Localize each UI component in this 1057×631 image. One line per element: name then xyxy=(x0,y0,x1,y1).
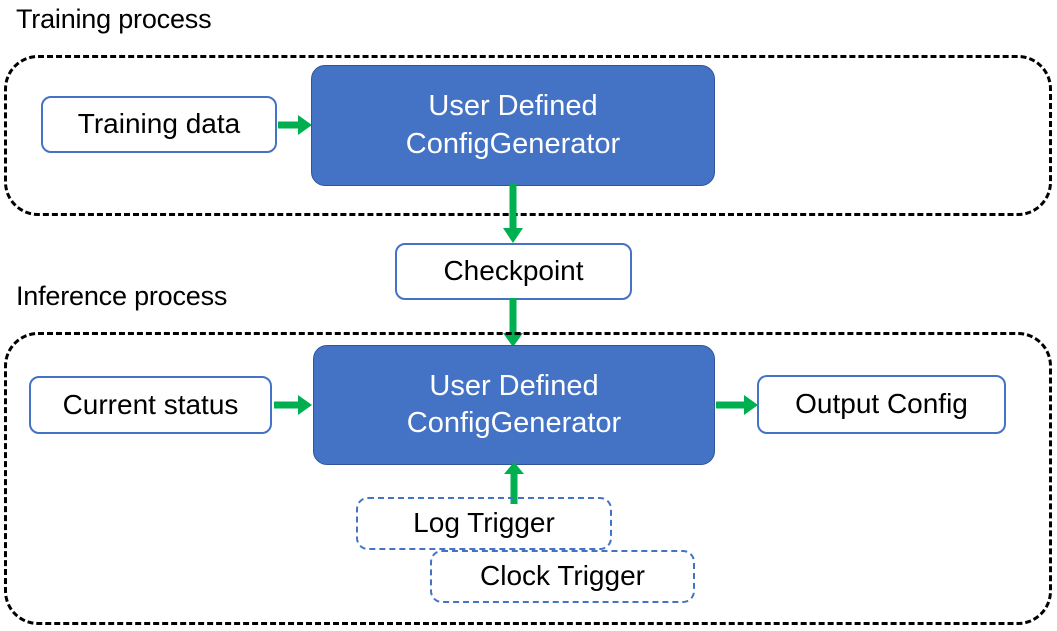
node-inference-config-generator-line2: ConfigGenerator xyxy=(406,407,622,439)
section-caption-inference: Inference process xyxy=(16,281,228,311)
node-checkpoint[interactable]: Checkpoint xyxy=(395,243,632,300)
inference-process-container xyxy=(4,332,1052,625)
node-checkpoint-label: Checkpoint xyxy=(443,255,584,287)
node-current-status[interactable]: Current status xyxy=(29,376,272,434)
section-caption-training: Training process xyxy=(16,4,212,34)
node-training-data-label: Training data xyxy=(77,108,241,140)
training-process-container xyxy=(4,55,1052,216)
arrow-current-status-to-generator xyxy=(274,392,314,418)
node-output-config-label: Output Config xyxy=(795,388,968,420)
node-log-trigger-label: Log Trigger xyxy=(413,507,555,539)
node-training-config-generator-line1: User Defined xyxy=(428,90,598,123)
node-clock-trigger-label: Clock Trigger xyxy=(480,560,645,592)
node-training-data[interactable]: Training data xyxy=(41,96,277,153)
node-clock-trigger[interactable]: Clock Trigger xyxy=(430,550,695,603)
node-training-config-generator[interactable]: User Defined ConfigGenerator xyxy=(311,65,715,186)
node-inference-config-generator[interactable]: User Defined ConfigGenerator xyxy=(313,345,715,465)
node-output-config[interactable]: Output Config xyxy=(757,375,1006,434)
arrow-checkpoint-to-inference-generator xyxy=(500,298,526,350)
arrow-generator-to-checkpoint xyxy=(500,184,526,246)
arrow-generator-to-output-config xyxy=(716,392,760,418)
node-log-trigger[interactable]: Log Trigger xyxy=(356,497,612,550)
node-training-config-generator-line2: ConfigGenerator xyxy=(405,127,621,160)
node-current-status-label: Current status xyxy=(62,388,239,420)
arrow-training-data-to-generator xyxy=(278,112,314,138)
node-inference-config-generator-line1: User Defined xyxy=(429,369,599,402)
